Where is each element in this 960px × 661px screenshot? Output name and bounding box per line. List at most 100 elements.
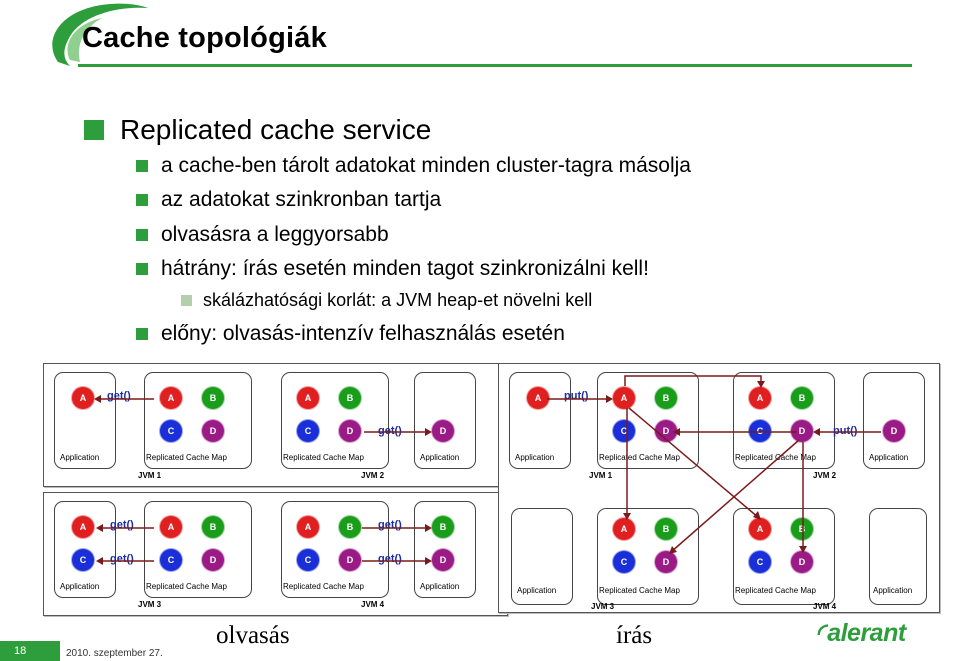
cache-map-box (144, 372, 252, 469)
main-bullet-text: Replicated cache service (120, 114, 432, 145)
application-label: Application (420, 582, 460, 591)
page-number-bar (0, 641, 60, 661)
cache-map-box (281, 501, 389, 598)
entry-c-icon: C (74, 551, 92, 569)
cache-map-label: Replicated Cache Map (735, 586, 816, 595)
cache-map-label: Replicated Cache Map (599, 586, 680, 595)
entry-b-icon: B (204, 389, 222, 407)
entry-c-icon: C (615, 422, 633, 440)
write-caption: írás (616, 622, 653, 649)
title-divider (78, 64, 912, 67)
get-call-label: get() (378, 425, 402, 437)
entry-d-icon: D (341, 422, 359, 440)
entry-c-icon: C (162, 422, 180, 440)
entry-d-icon: D (885, 422, 903, 440)
entry-d-icon: D (793, 553, 811, 571)
application-box (414, 501, 476, 598)
bullet-text: az adatokat szinkronban tartja (161, 188, 442, 211)
bullet-square-icon (136, 229, 148, 241)
jvm-label: JVM 1 (138, 471, 162, 480)
sub-bullet-text: skálázhatósági korlát: a JVM heap-et növ… (203, 290, 593, 310)
entry-d-icon: D (434, 551, 452, 569)
entry-d-icon: D (341, 551, 359, 569)
application-label: Application (420, 453, 460, 462)
application-label: Application (60, 582, 100, 591)
entry-a-icon: A (299, 389, 317, 407)
get-call-label: get() (378, 519, 402, 531)
jvm-label: JVM 4 (813, 602, 837, 611)
bullet-square-icon (84, 120, 104, 140)
entry-d-icon: D (204, 422, 222, 440)
entry-d-icon: D (793, 422, 811, 440)
entry-c-icon: C (751, 553, 769, 571)
application-label: Application (873, 586, 913, 595)
jvm-label: JVM 1 (589, 471, 613, 480)
cache-map-label: Replicated Cache Map (735, 453, 816, 462)
entry-d-icon: D (204, 551, 222, 569)
bullet-item: a cache-ben tárolt adatokat minden clust… (136, 154, 691, 178)
entry-a-icon: A (74, 389, 92, 407)
bullet-text: olvasásra a leggyorsabb (161, 223, 389, 246)
footer-date: 2010. szeptember 27. (66, 648, 163, 659)
put-call-label: put() (564, 390, 589, 402)
application-label: Application (60, 453, 100, 462)
bullet-text: előny: olvasás-intenzív felhasználás ese… (161, 322, 565, 345)
application-label: Application (515, 453, 555, 462)
jvm-label: JVM 3 (591, 602, 615, 611)
entry-c-icon: C (751, 422, 769, 440)
cache-map-box (144, 501, 252, 598)
application-label: Application (517, 586, 557, 595)
write-diagram-panel: Application Replicated Cache Map Replica… (498, 363, 940, 613)
sub-bullet-item: skálázhatósági korlát: a JVM heap-et növ… (181, 290, 592, 311)
logo-text: alerant (827, 619, 906, 647)
bullet-item: előny: olvasás-intenzív felhasználás ese… (136, 322, 565, 346)
entry-b-icon: B (341, 518, 359, 536)
entry-b-icon: B (434, 518, 452, 536)
entry-c-icon: C (162, 551, 180, 569)
entry-c-icon: C (299, 422, 317, 440)
entry-c-icon: C (299, 551, 317, 569)
page-number: 18 (14, 645, 27, 657)
bullet-item: hátrány: írás esetén minden tagot szinkr… (136, 257, 649, 281)
entry-c-icon: C (615, 553, 633, 571)
bullet-text: a cache-ben tárolt adatokat minden clust… (161, 154, 691, 177)
logo-swoosh-icon: ◜ (818, 619, 828, 647)
jvm-label: JVM 2 (361, 471, 385, 480)
entry-b-icon: B (204, 518, 222, 536)
bullet-text: hátrány: írás esetén minden tagot szinkr… (161, 257, 649, 280)
jvm-label: JVM 2 (813, 471, 837, 480)
jvm-label: JVM 4 (361, 600, 385, 609)
get-call-label: get() (107, 390, 131, 402)
entry-a-icon: A (299, 518, 317, 536)
entry-d-icon: D (434, 422, 452, 440)
sub-bullet-square-icon (181, 295, 192, 306)
get-call-label: get() (110, 553, 134, 565)
application-box (509, 372, 571, 469)
read-caption: olvasás (216, 622, 290, 649)
entry-b-icon: B (657, 520, 675, 538)
cache-map-label: Replicated Cache Map (146, 582, 227, 591)
page-title: Cache topológiák (82, 22, 327, 54)
cache-map-label: Replicated Cache Map (283, 582, 364, 591)
application-box (863, 372, 925, 469)
cache-map-label: Replicated Cache Map (146, 453, 227, 462)
entry-a-icon: A (751, 520, 769, 538)
entry-a-icon: A (529, 389, 547, 407)
cache-map-label: Replicated Cache Map (599, 453, 680, 462)
bullet-item: az adatokat szinkronban tartja (136, 188, 441, 212)
bullet-square-icon (136, 160, 148, 172)
application-box (414, 372, 476, 469)
cache-map-box (281, 372, 389, 469)
entry-d-icon: D (657, 553, 675, 571)
entry-a-icon: A (751, 389, 769, 407)
swoosh-logo-icon (52, 3, 148, 67)
get-call-label: get() (378, 553, 402, 565)
entry-b-icon: B (793, 520, 811, 538)
cache-map-label: Replicated Cache Map (283, 453, 364, 462)
entry-a-icon: A (162, 518, 180, 536)
entry-b-icon: B (341, 389, 359, 407)
application-box (869, 508, 927, 605)
entry-a-icon: A (162, 389, 180, 407)
entry-a-icon: A (615, 520, 633, 538)
entry-a-icon: A (615, 389, 633, 407)
